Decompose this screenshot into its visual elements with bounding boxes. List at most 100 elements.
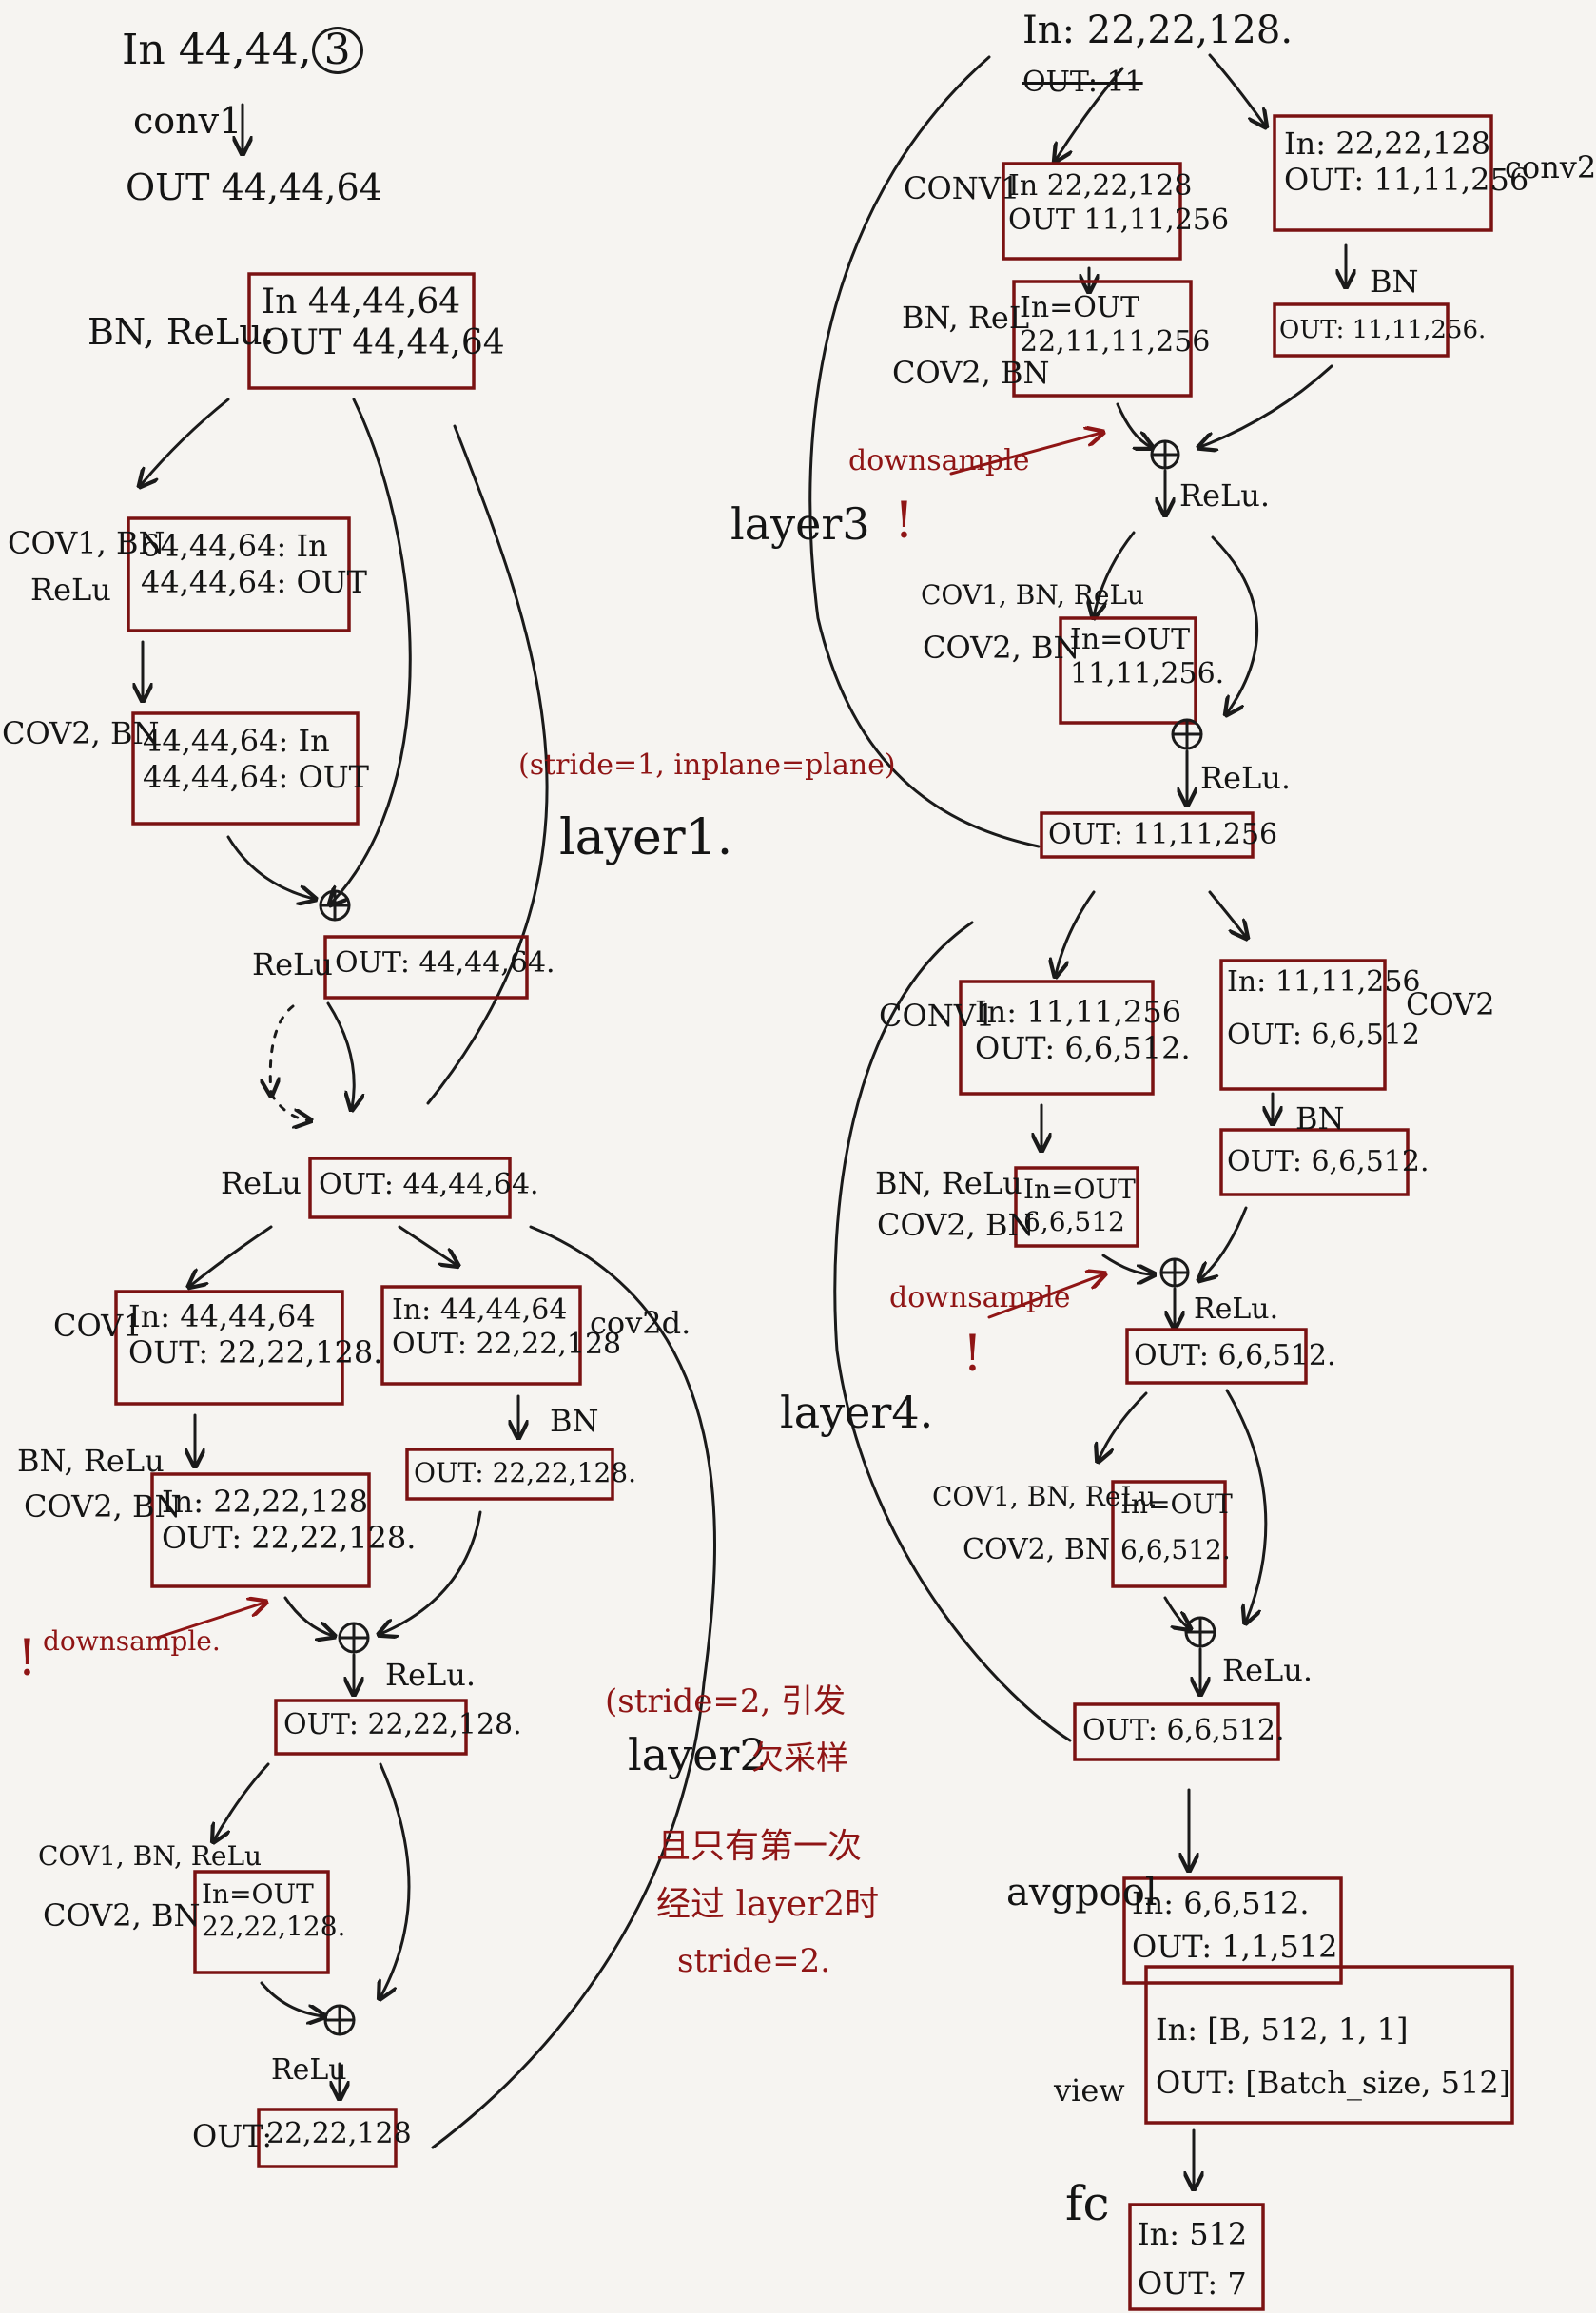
l2-bn-relu: BN, ReLu: [17, 1443, 165, 1479]
view-label: view: [1054, 2072, 1125, 2109]
arrow-l3-right: [1208, 53, 1265, 126]
l4-b4-out: OUT: 6,6,512.: [1227, 1145, 1430, 1178]
l3-b5-val: 11,11,256.: [1070, 657, 1225, 690]
l1-relu2: ReLu: [221, 1165, 302, 1201]
l3-block2-l2: COV2, BN: [923, 630, 1080, 666]
l4-name: layer4.: [780, 1387, 934, 1438]
sum-l3-1-cross: [1150, 439, 1180, 470]
box-l3-out: [1040, 811, 1255, 859]
l2-note-l3: 且只有第一次: [656, 1827, 863, 1866]
input-in: In: [122, 26, 165, 74]
view-in: In: [B, 512, 1, 1]: [1156, 2012, 1409, 2048]
avgpool-text: In: 6,6,512. OUT: 1,1,512: [1132, 1885, 1338, 1966]
fc-label: fc: [1065, 2176, 1110, 2231]
l2-b5-out: OUT: 22,22,128.: [283, 1708, 522, 1741]
l2-name: layer2: [628, 1729, 768, 1780]
box-l2-out: [257, 2108, 398, 2168]
l4-cov2: COV2: [1406, 986, 1495, 1022]
box-l3-b4: [1273, 302, 1450, 358]
l2-b2-out: OUT: 22,22,128: [392, 1328, 622, 1361]
l3-b5-in: In=OUT: [1070, 623, 1191, 656]
l3-b2-in: In: 22,22,128: [1284, 126, 1491, 162]
box-stem-bn: [247, 272, 476, 390]
l1-box2-text: 44,44,64: In 44,44,64: OUT: [143, 723, 369, 796]
l4-b1-in: In: 11,11,256: [975, 994, 1182, 1030]
l3-b3-val: 22,11,11,256: [1020, 325, 1211, 359]
arrow-l4-b6-sum: [1163, 1596, 1189, 1628]
arrow-l2-b3-sum: [283, 1596, 333, 1636]
arrow-l2-b5-block2: [214, 1762, 270, 1840]
stem-bn-text: In 44,44,64 OUT 44,44,64: [262, 282, 505, 363]
l3-b2-out: OUT: 11,11,256: [1284, 162, 1529, 199]
l1-relu1: ReLu: [252, 946, 333, 982]
line-layer2-bracket: [431, 1225, 716, 2149]
l3-b4-out: OUT: 11,11,256.: [1279, 316, 1487, 344]
view-out: OUT: [Batch_size, 512]: [1156, 2065, 1511, 2102]
l2-out-val: 22,22,128: [266, 2117, 412, 2150]
l2-b1-out: OUT: 22,22,128.: [128, 1334, 383, 1371]
l3-conv2: conv2: [1505, 149, 1596, 185]
box-l2-b6: [193, 1870, 330, 1974]
l4-b1-text: In: 11,11,256 OUT: 6,6,512.: [975, 994, 1191, 1067]
l3-bn: BN: [1370, 263, 1419, 300]
line-stem-identity: [331, 398, 412, 904]
input-out: OUT 44,44,64: [126, 166, 382, 208]
arrow-l2-left: [190, 1225, 273, 1286]
l4-cov2-bn: COV2, BN: [877, 1207, 1035, 1243]
stem-bn-in: In 44,44,64: [262, 282, 461, 321]
l2-b3-text: In: 22,22,128 OUT: 22,22,128.: [162, 1484, 416, 1557]
l1-box2-out: 44,44,64: OUT: [143, 759, 369, 796]
l2-note-l5: stride=2.: [677, 1942, 831, 1980]
l4-out: OUT: 6,6,512.: [1082, 1714, 1285, 1747]
box-fc: [1128, 2203, 1265, 2311]
l2-conv1: COV1: [53, 1308, 143, 1344]
box-l4-out: [1073, 1702, 1280, 1761]
fc-in: In: 512: [1138, 2216, 1248, 2252]
arrow-l1-out1-dashed2: [269, 1092, 309, 1120]
l4-block2-l2: COV2, BN: [963, 1533, 1111, 1566]
l2-cov2-bn: COV2, BN: [24, 1488, 182, 1525]
arrow-l2-b6-sum: [260, 1981, 323, 2016]
l3-relu2: ReLu.: [1200, 760, 1292, 796]
arrow-l4-b5-identity: [1225, 1389, 1268, 1622]
l4-relu2: ReLu.: [1222, 1652, 1314, 1688]
box-l4-b5: [1125, 1328, 1308, 1385]
arrow-l4-b5-block2: [1099, 1391, 1148, 1460]
l4-b3-in: In=OUT: [1023, 1174, 1136, 1205]
l4-b5-out: OUT: 6,6,512.: [1134, 1339, 1336, 1372]
l2-block2-l2: COV2, BN: [43, 1897, 201, 1934]
l4-b1-out: OUT: 6,6,512.: [975, 1030, 1191, 1067]
l4-conv1: CONV1: [879, 998, 996, 1034]
line-layer4-bracket: [833, 921, 1072, 1742]
arrow-l4-b3-sum: [1101, 1254, 1153, 1274]
l2-b2-text: In: 44,44,64 OUT: 22,22,128: [392, 1293, 621, 1362]
sum-l4-1-cross: [1159, 1257, 1190, 1288]
l1-relu-label: ReLu: [30, 572, 111, 608]
box-l2-b1: [114, 1290, 344, 1406]
avgpool-out: OUT: 1,1,512: [1132, 1929, 1338, 1966]
input-label: In 44,44,3: [122, 27, 363, 74]
l4-bang: !: [963, 1326, 983, 1383]
l3-b3-in: In=OUT: [1020, 291, 1140, 324]
l1-box1-in: 64,44,64: In: [141, 528, 328, 564]
layer1-name: layer1.: [559, 809, 733, 866]
l2-b6-in: In=OUT: [202, 1878, 314, 1910]
arrow-l3-downsample: [949, 433, 1101, 476]
l4-b2-out: OUT: 6,6,512: [1227, 1019, 1420, 1052]
l2-note-l1: (stride=2, 引发: [605, 1682, 847, 1720]
box-l4-b4: [1219, 1128, 1410, 1196]
l3-b1-out: OUT 11,11,256: [1008, 204, 1230, 237]
line-layer3-bracket: [808, 55, 1041, 848]
l4-b2-text: In: 11,11,256 OUT: 6,6,512: [1227, 965, 1421, 1053]
l4-bn-relu: BN, ReLu: [875, 1165, 1022, 1201]
arrow-l3-left: [1056, 67, 1124, 160]
l2-bang: !: [17, 1630, 37, 1687]
arrow-l4-downsample: [987, 1274, 1103, 1319]
l2-b4-out: OUT: 22,22,128.: [414, 1457, 636, 1488]
l2-out-label: OUT:: [192, 2118, 273, 2154]
l3-name: layer3: [730, 498, 870, 550]
stem-bn-out: OUT 44,44,64: [262, 323, 505, 363]
l3-b5-text: In=OUT 11,11,256.: [1070, 623, 1224, 691]
layer1-note: (stride=1, inplane=plane): [518, 748, 896, 782]
